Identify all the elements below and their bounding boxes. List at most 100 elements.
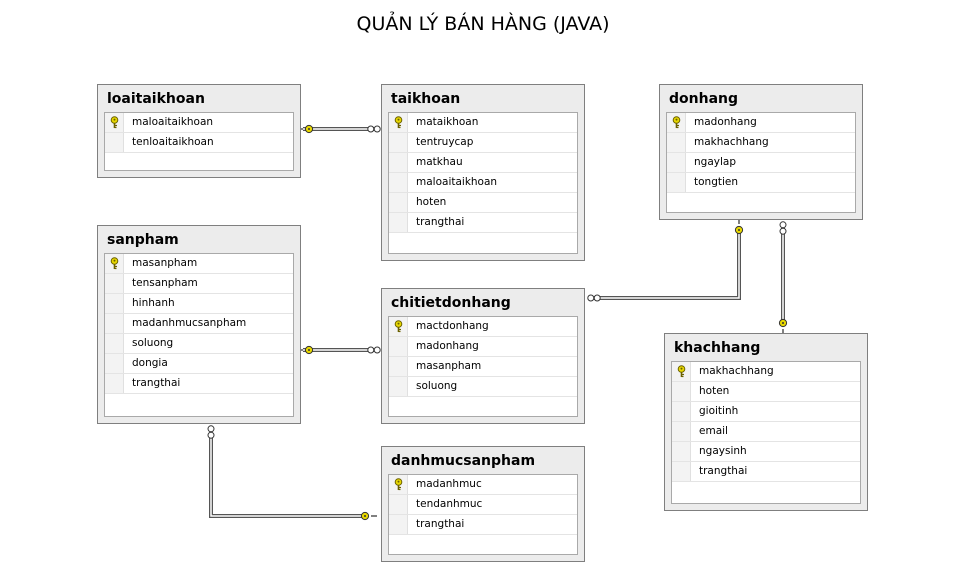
column-row[interactable]: madanhmucsanpham — [105, 314, 293, 334]
column-name: masanpham — [416, 360, 482, 372]
primary-key-icon — [110, 257, 119, 270]
relationship-danhmucsanpham-sanpham[interactable] — [207, 425, 377, 521]
column-name: gioitinh — [699, 405, 739, 417]
row-selector — [389, 133, 408, 152]
column-row[interactable]: masanpham — [389, 357, 577, 377]
row-selector — [389, 317, 408, 336]
column-row[interactable]: trangthai — [105, 374, 293, 394]
column-row[interactable]: gioitinh — [672, 402, 860, 422]
column-row[interactable]: makhachhang — [672, 362, 860, 382]
column-name: hoten — [699, 385, 730, 397]
column-name: mactdonhang — [416, 320, 489, 332]
column-row[interactable]: trangthai — [389, 515, 577, 535]
relationship-loaitaikhoan-taikhoan[interactable] — [297, 124, 381, 134]
column-name: madanhmucsanpham — [132, 317, 247, 329]
column-name: trangthai — [416, 518, 465, 530]
primary-key-icon — [394, 116, 403, 129]
column-row[interactable]: trangthai — [672, 462, 860, 482]
column-row[interactable]: hoten — [672, 382, 860, 402]
column-name: maloaitaikhoan — [132, 116, 214, 128]
row-selector — [105, 294, 124, 313]
many-end-infinity-marker — [779, 221, 787, 235]
column-name: trangthai — [416, 216, 465, 228]
column-row[interactable]: matkhau — [389, 153, 577, 173]
diagram-title: QUẢN LÝ BÁN HÀNG (JAVA) — [356, 13, 610, 35]
primary-key-icon — [110, 116, 119, 129]
column-row[interactable]: tendanhmuc — [389, 495, 577, 515]
row-selector — [389, 337, 408, 356]
column-name: soluong — [132, 337, 174, 349]
primary-key-icon — [394, 320, 403, 333]
column-row[interactable]: soluong — [389, 377, 577, 397]
table-title: danhmucsanpham — [391, 453, 536, 469]
column-row[interactable]: masanpham — [105, 254, 293, 274]
relationship-sanpham-chitietdonhang[interactable] — [297, 345, 381, 355]
column-row[interactable]: mactdonhang — [389, 317, 577, 337]
column-row[interactable]: hinhanh — [105, 294, 293, 314]
column-name: hinhanh — [132, 297, 175, 309]
column-name: tenloaitaikhoan — [132, 136, 214, 148]
row-selector — [672, 422, 691, 441]
row-selector — [672, 462, 691, 481]
column-name: tensanpham — [132, 277, 198, 289]
column-row[interactable]: hoten — [389, 193, 577, 213]
row-selector — [672, 382, 691, 401]
column-row[interactable]: ngaylap — [667, 153, 855, 173]
one-end-key-marker — [734, 218, 744, 235]
column-row[interactable]: makhachhang — [667, 133, 855, 153]
row-selector — [672, 442, 691, 461]
column-row[interactable]: tentruycap — [389, 133, 577, 153]
row-selector — [672, 362, 691, 381]
table-chitietdonhang[interactable]: chitietdonhang mactdonhang madonhang masan… — [381, 288, 585, 424]
column-row[interactable]: madanhmuc — [389, 475, 577, 495]
column-name: ngaysinh — [699, 445, 747, 457]
row-selector — [105, 254, 124, 273]
column-row[interactable]: ngaysinh — [672, 442, 860, 462]
column-name: hoten — [416, 196, 447, 208]
column-row[interactable]: tenloaitaikhoan — [105, 133, 293, 153]
row-selector — [389, 193, 408, 212]
row-selector — [389, 377, 408, 396]
column-row[interactable]: madonhang — [667, 113, 855, 133]
row-selector — [105, 314, 124, 333]
primary-key-icon — [672, 116, 681, 129]
column-name: masanpham — [132, 257, 198, 269]
table-title: chitietdonhang — [391, 295, 511, 311]
column-name: dongia — [132, 357, 168, 369]
column-row[interactable]: madonhang — [389, 337, 577, 357]
table-loaitaikhoan[interactable]: loaitaikhoan maloaitaikhoan tenloaitaikho… — [97, 84, 301, 178]
primary-key-icon — [394, 478, 403, 491]
column-row[interactable]: maloaitaikhoan — [389, 173, 577, 193]
column-name: madonhang — [694, 116, 757, 128]
column-row[interactable]: email — [672, 422, 860, 442]
column-name: tongtien — [694, 176, 739, 188]
table-title: donhang — [669, 91, 739, 107]
column-row[interactable]: tongtien — [667, 173, 855, 193]
column-list: masanpham tensanpham hinhanh madanhmucsanph… — [104, 253, 294, 417]
many-end-infinity-marker — [207, 425, 215, 439]
row-selector — [389, 357, 408, 376]
column-row[interactable]: tensanpham — [105, 274, 293, 294]
many-end-infinity-marker — [367, 346, 381, 354]
column-name: trangthai — [699, 465, 748, 477]
column-row[interactable]: dongia — [105, 354, 293, 374]
column-row[interactable]: maloaitaikhoan — [105, 113, 293, 133]
column-row[interactable]: mataikhoan — [389, 113, 577, 133]
column-name: madonhang — [416, 340, 479, 352]
column-list: makhachhang hoten gioitinh email ngaysinh tra… — [671, 361, 861, 504]
column-row[interactable]: soluong — [105, 334, 293, 354]
many-end-infinity-marker — [587, 294, 601, 302]
table-title: loaitaikhoan — [107, 91, 205, 107]
relationship-khachhang-donhang[interactable] — [778, 221, 788, 335]
relationship-donhang-chitietdonhang[interactable] — [587, 218, 744, 302]
row-selector — [389, 495, 408, 514]
column-row[interactable]: trangthai — [389, 213, 577, 233]
column-name: matkhau — [416, 156, 463, 168]
